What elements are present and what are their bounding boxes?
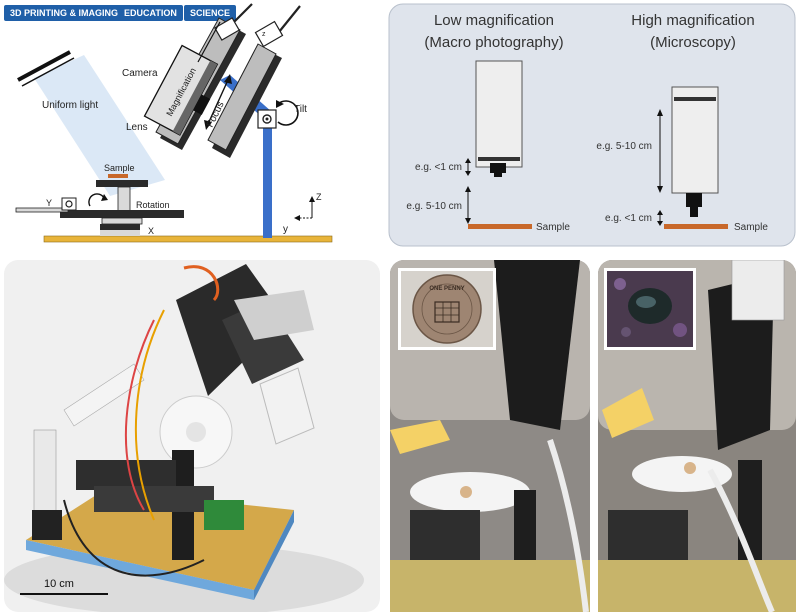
- low-mag-photo: ONE PENNY: [390, 260, 590, 612]
- penny-coin: [412, 274, 482, 344]
- high-mag-camera: [671, 86, 719, 194]
- scale-bar-label: 10 cm: [44, 578, 74, 590]
- low-lens-gap-label: e.g. <1 cm: [415, 162, 462, 173]
- label-tilt: Tilt: [294, 104, 307, 115]
- tag-education[interactable]: EDUCATION: [118, 5, 183, 21]
- low-sample-label: Sample: [536, 222, 570, 233]
- high-mag-subtitle: (Microscopy): [650, 34, 736, 51]
- low-mag-camera-photo: [494, 260, 580, 430]
- setup-photo: 10 cm: [4, 260, 380, 612]
- support-rail: [263, 112, 272, 238]
- low-mag-subtitle: (Macro photography): [424, 34, 563, 51]
- label-axis-y: y: [283, 224, 288, 235]
- high-sample-gap-label: e.g. <1 cm: [605, 213, 652, 224]
- high-mag-turntable: [632, 456, 732, 492]
- light-panel: [17, 50, 71, 82]
- camera-lens: [192, 94, 211, 115]
- tag-3d-printing[interactable]: 3D PRINTING & IMAGING: [4, 5, 125, 21]
- magnification-modes-panel: Low magnification (Macro photography) Hi…: [388, 3, 796, 247]
- label-rotation: Rotation: [136, 200, 170, 210]
- tag-science[interactable]: SCIENCE: [184, 5, 237, 21]
- label-sample: Sample: [104, 163, 135, 173]
- label-camera: Camera: [122, 68, 158, 79]
- label-uniform-light: Uniform light: [42, 100, 98, 111]
- high-lens-gap-label: e.g. 5-10 cm: [596, 141, 652, 152]
- label-lens: Lens: [126, 122, 148, 133]
- high-sample-label: Sample: [734, 222, 768, 233]
- label-axis-z-small: z: [262, 31, 266, 38]
- high-mag-sample: [664, 224, 728, 229]
- low-mag-sample: [468, 224, 532, 229]
- setup-diagram: Uniform light Tilt z Magnification Camer…: [15, 3, 333, 243]
- display-screen: [259, 367, 315, 445]
- base-plate: [43, 235, 333, 243]
- low-mag-camera: [475, 60, 523, 168]
- low-mag-title: Low magnification: [434, 12, 554, 29]
- light-beam: [34, 55, 165, 196]
- high-mag-title: High magnification: [631, 12, 754, 29]
- high-mag-photo: [598, 260, 796, 612]
- label-axis-z: Z: [316, 192, 322, 202]
- coin-legend: ONE PENNY: [429, 286, 464, 292]
- low-sample-gap-label: e.g. 5-10 cm: [406, 201, 462, 212]
- label-axis-x-stage: X: [148, 226, 154, 236]
- label-axis-y-stage: Y: [46, 198, 52, 208]
